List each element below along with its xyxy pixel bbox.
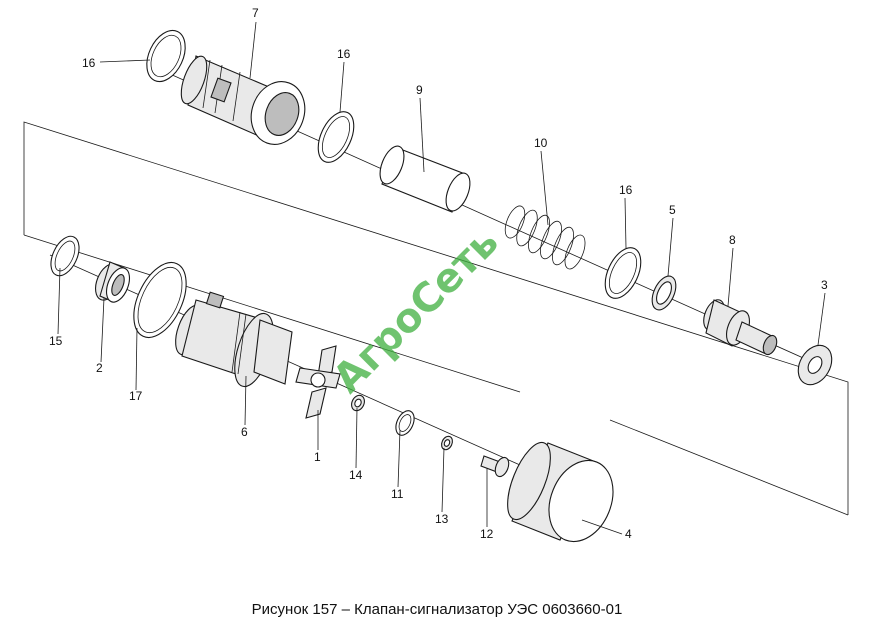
label-16-middle: 16 bbox=[337, 47, 351, 61]
part-6-housing bbox=[175, 291, 293, 388]
o-ring-16-top-left bbox=[146, 29, 186, 83]
part-4-cap bbox=[507, 441, 614, 543]
label-12: 12 bbox=[480, 527, 494, 541]
label-3: 3 bbox=[821, 278, 828, 292]
part-11-ring bbox=[395, 410, 415, 436]
part-1-wing-nut bbox=[295, 345, 341, 419]
label-16-top-left: 16 bbox=[82, 56, 96, 70]
leader-lines bbox=[57, 21, 826, 535]
label-5: 5 bbox=[669, 203, 676, 217]
part-9-sleeve bbox=[379, 145, 471, 213]
part-2-bushing bbox=[95, 261, 131, 303]
part-13-small-washer bbox=[441, 435, 453, 451]
part-10-spring bbox=[504, 205, 586, 270]
part-14-small-washer bbox=[351, 394, 365, 412]
o-ring-16-middle bbox=[317, 111, 355, 163]
label-11: 11 bbox=[391, 487, 404, 501]
label-17: 17 bbox=[129, 389, 143, 403]
part-17-large-o-ring bbox=[133, 262, 187, 338]
label-8: 8 bbox=[729, 233, 736, 247]
label-1: 1 bbox=[314, 450, 321, 464]
label-10: 10 bbox=[534, 136, 548, 150]
o-ring-16-right bbox=[604, 247, 642, 299]
label-9: 9 bbox=[416, 83, 423, 97]
part-5-washer bbox=[651, 275, 677, 311]
part-15-ring bbox=[50, 235, 80, 277]
assembly-plane bbox=[23, 121, 849, 516]
watermark: АгроСеть bbox=[325, 219, 508, 402]
label-14: 14 bbox=[349, 468, 363, 482]
figure-caption: Рисунок 157 – Клапан-сигнализатор УЭС 06… bbox=[251, 601, 623, 618]
label-2: 2 bbox=[96, 361, 103, 375]
label-7: 7 bbox=[252, 6, 259, 20]
label-13: 13 bbox=[435, 512, 449, 526]
part-12-screw bbox=[480, 455, 510, 478]
part-8-valve-stem bbox=[703, 299, 778, 356]
part-3-washer bbox=[797, 344, 833, 386]
label-15: 15 bbox=[49, 334, 63, 348]
label-6: 6 bbox=[241, 425, 248, 439]
part-labels: 16 7 16 9 10 16 5 8 3 15 2 17 6 1 14 11 … bbox=[49, 6, 828, 541]
label-16-right: 16 bbox=[619, 183, 633, 197]
part-7-body bbox=[180, 55, 306, 145]
label-4: 4 bbox=[625, 527, 632, 541]
